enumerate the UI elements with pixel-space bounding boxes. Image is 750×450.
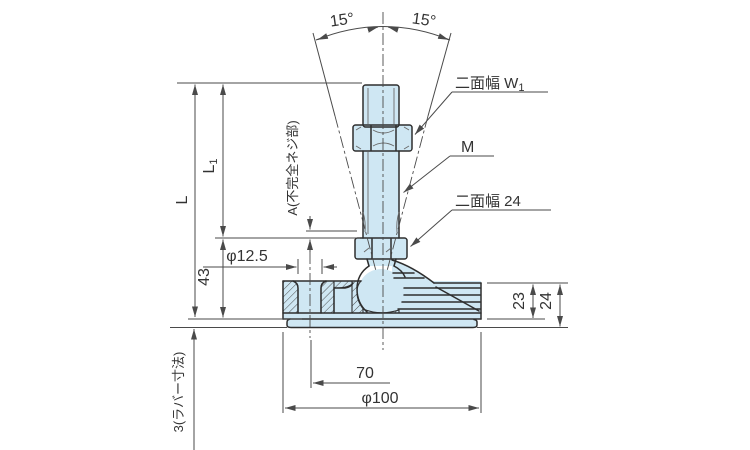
dim-label-70: 70 xyxy=(356,365,374,382)
base-plate xyxy=(283,313,481,319)
tilt-line-left xyxy=(312,32,336,117)
leader-m xyxy=(403,155,451,193)
label-width-across-flats-24: 二面幅 24 xyxy=(455,193,521,210)
dim-label-L: L xyxy=(174,195,191,204)
tilt-line-right xyxy=(427,32,452,117)
dimension-annotations xyxy=(170,26,568,450)
part-outlines xyxy=(282,84,482,329)
stud-threaded-section xyxy=(363,150,399,239)
stud-top-section xyxy=(363,85,399,127)
part-fills xyxy=(283,85,481,328)
base-body xyxy=(283,281,481,313)
dim-label-phi125: φ12.5 xyxy=(226,248,268,265)
angle-arc xyxy=(315,26,451,41)
rubber-pad xyxy=(287,319,477,328)
label-width-across-flats-w1: 二面幅 W1 xyxy=(455,75,524,94)
dim-label-L1: L1 xyxy=(201,158,220,173)
upper-hex-nut xyxy=(353,125,412,151)
dome xyxy=(392,260,434,283)
angle-label-left: 15° xyxy=(329,10,355,30)
label-incomplete-thread: A(不完全ネジ部) xyxy=(285,120,300,215)
centerlines xyxy=(309,12,452,350)
dim-label-phi100: φ100 xyxy=(361,390,398,407)
dim-label-24: 24 xyxy=(538,292,555,310)
dim-label-23: 23 xyxy=(511,292,528,310)
leader-flats24 xyxy=(410,209,453,247)
label-thread-m: M xyxy=(461,139,474,156)
label-rubber-dim: 3(ラバー寸法) xyxy=(171,352,186,433)
drawing-labels: 15° 15° 二面幅 W1 M 二面幅 24 L L1 43 A(不完全ネジ部… xyxy=(171,10,555,432)
lower-hex xyxy=(355,238,407,259)
angle-label-right: 15° xyxy=(411,10,437,30)
leader-w1 xyxy=(414,91,453,135)
dim-label-43: 43 xyxy=(196,268,213,286)
